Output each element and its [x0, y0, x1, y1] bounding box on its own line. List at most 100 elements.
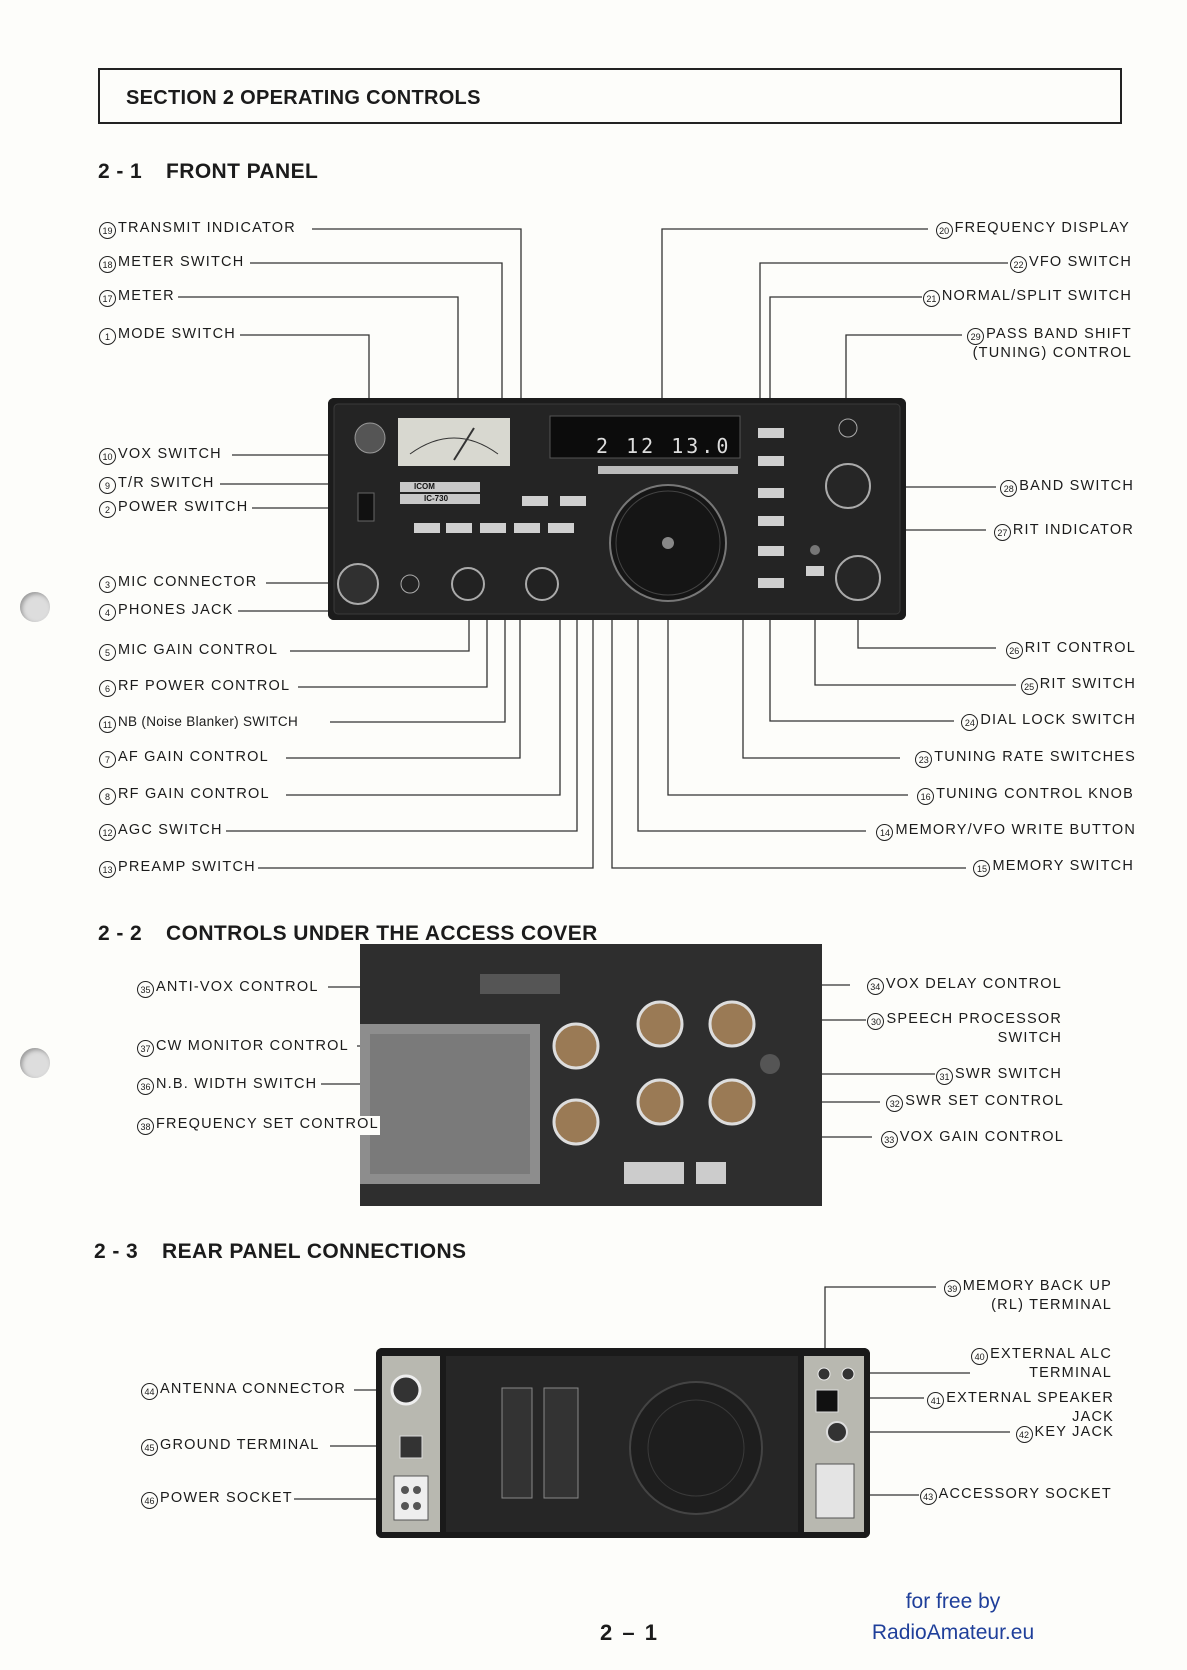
callout-number: 30 — [867, 1013, 885, 1030]
callout-number: 19 — [99, 222, 116, 239]
callout-number: 5 — [99, 644, 116, 661]
callout-text: POWER SOCKET — [160, 1490, 293, 1506]
callout-text: (TUNING) CONTROL — [972, 345, 1132, 361]
callout-text: AF GAIN CONTROL — [118, 749, 269, 765]
callout-text: T/R SWITCH — [118, 475, 215, 491]
heading-number: 2 - 1 — [98, 160, 143, 183]
callout-number: 25 — [1020, 678, 1038, 695]
callout-number: 6 — [99, 680, 116, 697]
callout-number: 24 — [961, 714, 979, 731]
callout-number: 34 — [866, 978, 884, 995]
callout-number: 32 — [886, 1095, 904, 1112]
callout-text: AGC SWITCH — [118, 822, 223, 838]
callout-number: 17 — [99, 290, 116, 307]
callout-number: 31 — [935, 1068, 953, 1085]
mode-switch-knob — [354, 422, 386, 454]
callout-text: MIC GAIN CONTROL — [118, 642, 279, 658]
callout-text: JACK — [1072, 1409, 1114, 1425]
heading-number: 2 - 3 — [94, 1240, 139, 1263]
frequency-display — [549, 415, 741, 459]
model-label: IC-730 — [424, 494, 449, 503]
callout-text: N.B. WIDTH SWITCH — [156, 1076, 318, 1092]
memory-backup-terminal — [817, 1367, 831, 1381]
callout-number: 11 — [99, 716, 116, 733]
callout-text: PREAMP SWITCH — [118, 859, 256, 875]
callout-number: 35 — [137, 981, 154, 998]
callout-text: TRANSMIT INDICATOR — [118, 220, 296, 236]
callout-number: 8 — [99, 788, 116, 805]
callout-text: TERMINAL — [1029, 1365, 1112, 1381]
callout-number: 28 — [1000, 480, 1018, 497]
callout-text: FREQUENCY SET CONTROL — [156, 1116, 379, 1132]
page-number: 2 – 1 — [600, 1620, 659, 1645]
callout-text: SPEECH PROCESSOR — [886, 1011, 1062, 1027]
callout-text: RIT SWITCH — [1039, 676, 1136, 692]
callout-text: GROUND TERMINAL — [160, 1437, 320, 1453]
callout-number: 39 — [943, 1280, 961, 1297]
accessory-socket — [815, 1463, 855, 1519]
callout-number: 27 — [993, 524, 1011, 541]
callout-number: 44 — [141, 1383, 158, 1400]
callout-text: TUNING RATE SWITCHES — [934, 749, 1136, 765]
callout-number: 3 — [99, 576, 116, 593]
binder-hole-top — [20, 592, 50, 622]
credit-line-2[interactable]: RadioAmateur.eu — [871, 1621, 1035, 1644]
callout-text: VOX SWITCH — [118, 446, 222, 462]
callout-number: 13 — [99, 861, 116, 878]
front-panel-illustration — [328, 398, 906, 620]
callout-text: TUNING CONTROL KNOB — [936, 786, 1134, 802]
callout-number: 37 — [137, 1040, 154, 1057]
heading-number: 2 - 2 — [98, 922, 143, 945]
callout-number: 40 — [971, 1348, 989, 1365]
phones-jack — [400, 574, 420, 594]
section-title: SECTION 2 OPERATING CONTROLS — [126, 87, 481, 109]
rear-panel-photo — [376, 1348, 870, 1538]
heading-text: CONTROLS UNDER THE ACCESS COVER — [166, 922, 598, 945]
callout-text: RIT INDICATOR — [1012, 522, 1134, 538]
callout-text: ACCESSORY SOCKET — [938, 1486, 1112, 1502]
callout-text: METER SWITCH — [118, 254, 245, 270]
callout-number: 45 — [141, 1439, 158, 1456]
callout-text: MEMORY/VFO WRITE BUTTON — [895, 822, 1136, 838]
access-cover-photo — [360, 944, 822, 1206]
brand-label: ICOM — [414, 482, 435, 491]
callout-number: 33 — [880, 1131, 898, 1148]
external-speaker-jack — [815, 1389, 839, 1413]
ground-terminal — [399, 1435, 423, 1459]
callout-number: 23 — [915, 751, 933, 768]
antenna-connector — [390, 1374, 422, 1406]
callout-number: 43 — [919, 1488, 937, 1505]
callout-number: 2 — [99, 501, 116, 518]
callout-text: (RL) TERMINAL — [991, 1297, 1112, 1313]
credit-line-1: for free by — [905, 1590, 1001, 1613]
